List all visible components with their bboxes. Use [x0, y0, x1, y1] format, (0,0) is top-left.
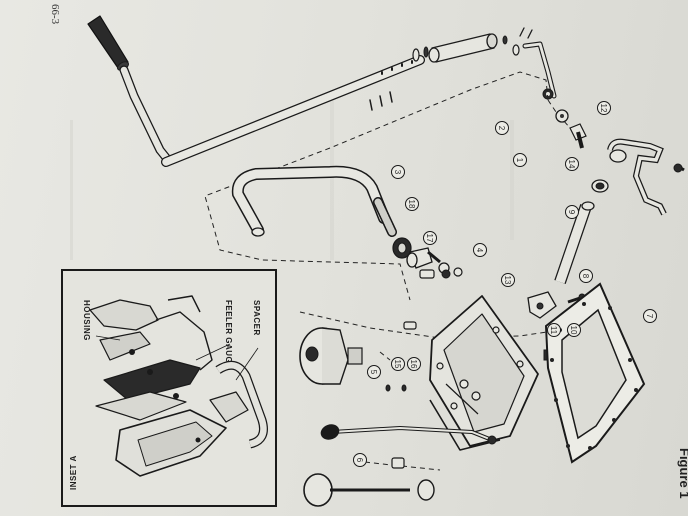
callout-11: 11: [547, 323, 561, 337]
callout-number: 17: [425, 234, 434, 243]
callout-circle: [495, 121, 509, 135]
callout-number: 9: [567, 210, 576, 215]
callout-number: 16: [409, 360, 418, 369]
callout-number: 10: [569, 326, 578, 335]
inset-drawing: [89, 295, 268, 477]
callout-number: 7: [645, 314, 654, 319]
callout-16: 16: [407, 357, 421, 371]
callout-2: 2: [495, 121, 509, 135]
callout-number: 18: [407, 200, 416, 209]
gasket: [544, 282, 646, 464]
callout-circle: [405, 197, 419, 211]
callout-circle: [547, 323, 561, 337]
inset-label-spacer: SPACER: [252, 300, 261, 336]
callout-circle: [565, 205, 579, 219]
callout-circle: [567, 323, 581, 337]
callout-3: 3: [391, 165, 405, 179]
callout-7: 7: [643, 309, 657, 323]
inset-title: INSET A: [69, 455, 78, 490]
callout-circle: [391, 357, 405, 371]
callout-number: 5: [369, 370, 378, 375]
inset-a-box: INSET A HOUSING FEELER GAUGE SPACER: [61, 269, 277, 507]
callout-9: 9: [565, 205, 579, 219]
callout-number: 1: [515, 158, 524, 163]
callout-1: 1: [513, 153, 527, 167]
callout-number: 13: [503, 276, 512, 285]
bolt-and-washer: [419, 267, 463, 279]
callout-5: 5: [367, 365, 381, 379]
figure-label: Figure 1: [677, 448, 688, 499]
small-pins: [385, 321, 417, 392]
callout-circle: [473, 243, 487, 257]
callout-8: 8: [579, 269, 593, 283]
callout-14: 14: [565, 157, 579, 171]
callout-4: 4: [473, 243, 487, 257]
callout-12: 12: [597, 101, 611, 115]
shift-lever-assembly: [87, 15, 557, 167]
callout-circle: [501, 273, 515, 287]
cylinder-part: [299, 327, 363, 385]
callout-number: 2: [497, 126, 506, 131]
inset-label-feeler-gauge: FEELER GAUGE: [224, 300, 233, 369]
right-side-parts: [527, 109, 685, 361]
callout-circle: [643, 309, 657, 323]
callout-13: 13: [501, 273, 515, 287]
callout-circle: [579, 269, 593, 283]
dipstick-knob: [303, 457, 435, 507]
callout-circle: [565, 157, 579, 171]
callout-circle: [367, 365, 381, 379]
callout-6: 6: [353, 453, 367, 467]
callout-18: 18: [405, 197, 419, 211]
callout-number: 15: [393, 360, 402, 369]
callout-10: 10: [567, 323, 581, 337]
callout-circle: [597, 101, 611, 115]
page-number: 66-3: [49, 4, 61, 25]
callout-circle: [423, 231, 437, 245]
bleed-through-text: [70, 100, 514, 260]
nut-and-link: [392, 237, 450, 274]
u-shaped-rod: [231, 165, 397, 237]
shift-housing: [320, 295, 539, 451]
callout-17: 17: [423, 231, 437, 245]
callout-number: 6: [355, 458, 364, 463]
callout-15: 15: [391, 357, 405, 371]
callout-number: 12: [599, 104, 608, 113]
callout-circle: [353, 453, 367, 467]
callout-number: 11: [549, 326, 558, 335]
callout-number: 3: [393, 170, 402, 175]
callout-circle: [513, 153, 527, 167]
callout-circle: [391, 165, 405, 179]
callout-circle: [407, 357, 421, 371]
callout-number: 14: [567, 160, 576, 169]
callout-number: 4: [475, 248, 484, 253]
inset-label-housing: HOUSING: [82, 300, 91, 341]
callout-number: 8: [581, 274, 590, 279]
